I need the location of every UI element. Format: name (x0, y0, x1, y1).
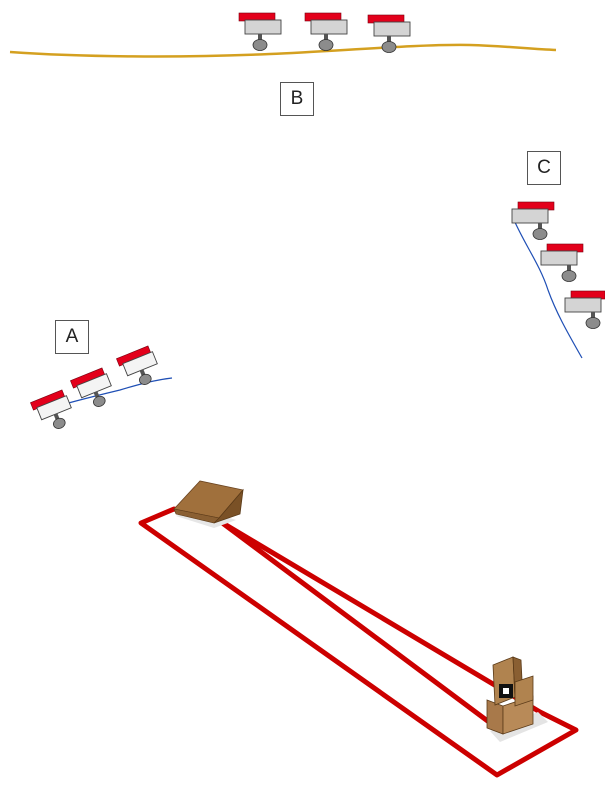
camera-c2 (540, 243, 584, 282)
camera-b2 (304, 12, 348, 51)
walkway-inner-edge (218, 519, 500, 731)
ground-line-c (513, 219, 583, 359)
label-box-c: C (527, 151, 561, 185)
camera-a2 (70, 367, 112, 407)
target-window (503, 688, 509, 694)
target-board (486, 656, 548, 742)
label-b-text: B (290, 88, 304, 109)
camera-group-c (511, 201, 605, 329)
camera-c1 (511, 201, 555, 240)
camera-group-a (30, 345, 158, 429)
camera-b1 (238, 12, 282, 51)
camera-a3 (116, 345, 158, 385)
board-right-block (514, 675, 534, 707)
camera-c3 (564, 290, 605, 329)
label-box-b: B (280, 82, 314, 116)
label-box-a: A (55, 320, 89, 354)
start-ramp (173, 480, 244, 528)
ramp-front (173, 508, 220, 524)
ground-line-b (9, 43, 557, 58)
camera-a1 (30, 389, 72, 429)
label-c-text: C (537, 157, 551, 178)
camera-group-b (238, 12, 411, 53)
label-a-text: A (65, 326, 79, 347)
camera-b3 (367, 14, 411, 53)
